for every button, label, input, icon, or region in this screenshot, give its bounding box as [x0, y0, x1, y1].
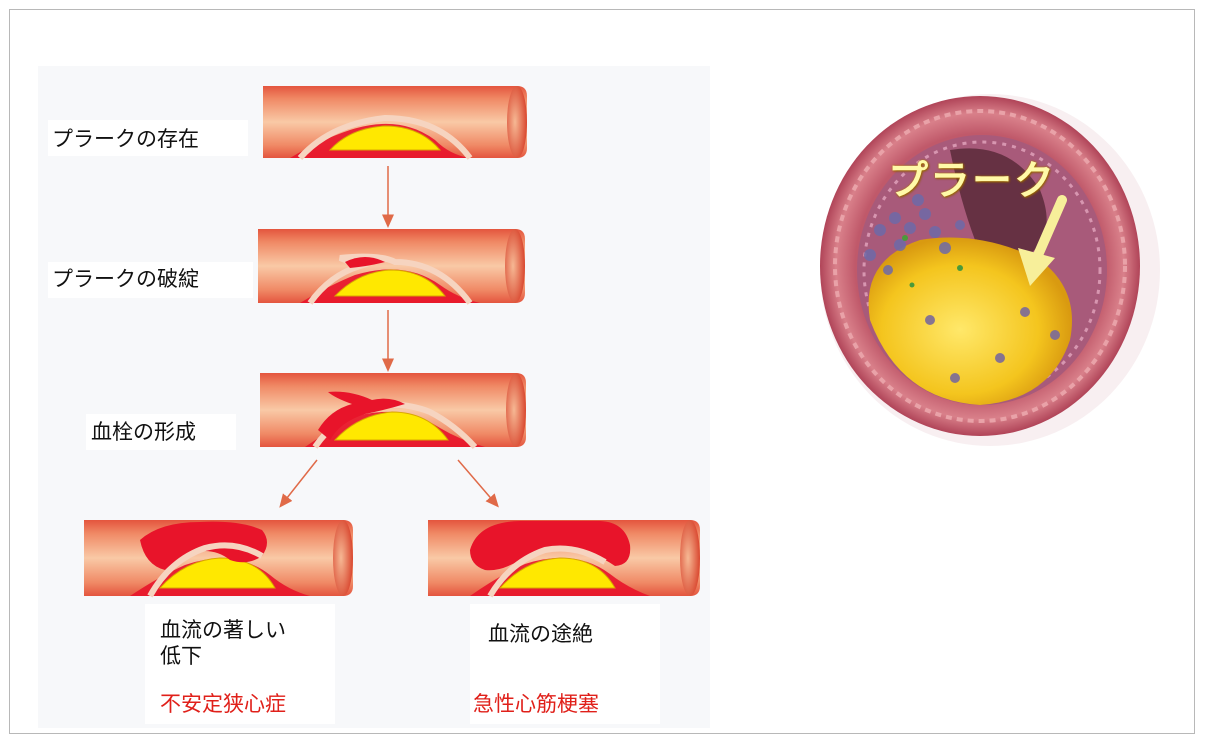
label-thrombus-formation: 血栓の形成 — [91, 419, 196, 445]
vessel-flow-cessation — [428, 520, 700, 596]
label-plaque-cross-section: プラーク — [888, 148, 1056, 206]
vessel-thrombus-formation — [260, 373, 526, 447]
label-plaque-existence: プラークの存在 — [52, 126, 199, 152]
vessel-flow-reduction — [84, 520, 353, 596]
vessel-plaque-existence — [263, 86, 527, 158]
artery-cross-section — [820, 94, 1160, 446]
arrow-thrombus-to-left — [283, 460, 317, 503]
label-unstable-angina: 不安定狭心症 — [160, 691, 286, 717]
label-flow-reduction-line1: 血流の著しい — [160, 617, 286, 643]
label-acute-mi: 急性心筋梗塞 — [473, 691, 599, 717]
label-plaque-rupture: プラークの破綻 — [52, 266, 199, 292]
label-flow-reduction-line2: 低下 — [160, 643, 202, 669]
arrow-thrombus-to-right — [458, 460, 495, 503]
label-flow-cessation: 血流の途絶 — [488, 621, 593, 647]
vessel-plaque-rupture — [258, 229, 525, 303]
